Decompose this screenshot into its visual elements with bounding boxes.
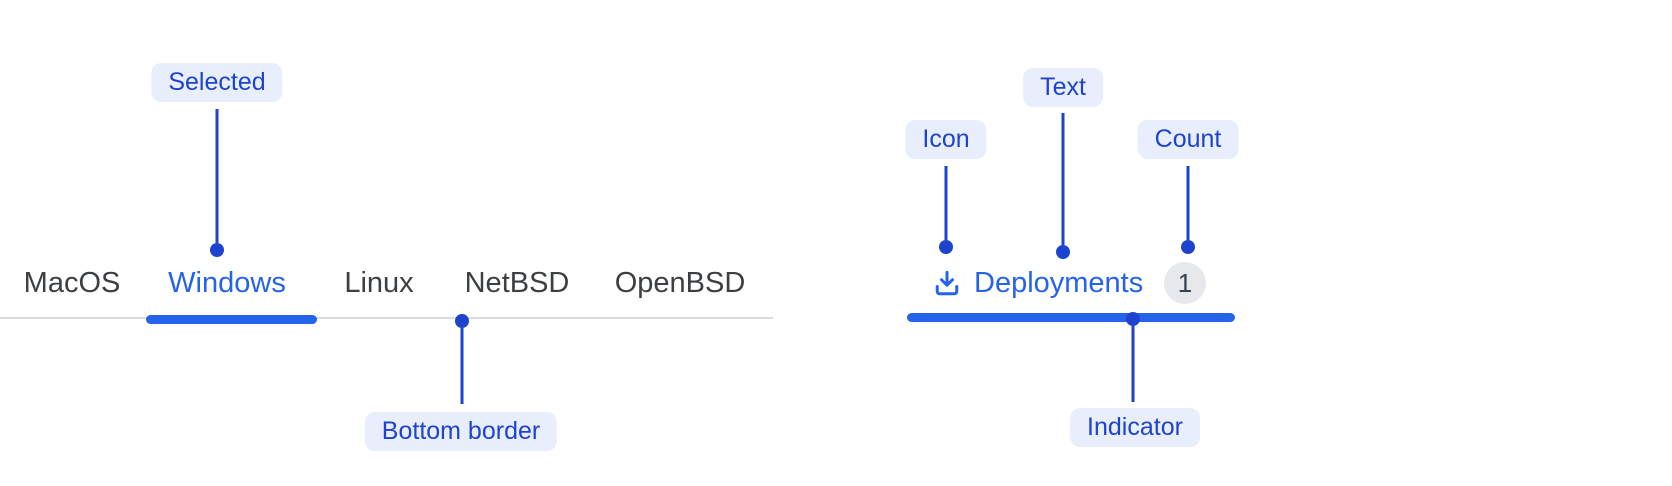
count-annotation-line	[1186, 166, 1190, 240]
tab-count-badge: 1	[1164, 262, 1206, 304]
tab-deployments-label: Deployments	[974, 267, 1144, 299]
active-tab-underline	[146, 315, 317, 324]
bottom-border-annotation-badge: Bottom border	[364, 412, 558, 451]
text-annotation-line	[1061, 113, 1065, 245]
indicator-annotation-line	[1131, 326, 1135, 402]
selected-annotation-badge: Selected	[151, 63, 283, 102]
indicator-annotation-dot	[1126, 312, 1140, 326]
tab-deployments-selected[interactable]: Deployments 1	[905, 255, 1237, 310]
count-annotation-dot	[1181, 240, 1195, 254]
text-annotation-dot	[1056, 245, 1070, 259]
icon-annotation-line	[944, 166, 948, 240]
tab-netbsd[interactable]: NetBSD	[464, 267, 570, 299]
tab-windows-selected[interactable]: Windows	[168, 267, 286, 299]
text-annotation-badge: Text	[1023, 68, 1103, 107]
selected-annotation-line	[215, 109, 219, 243]
tab-openbsd[interactable]: OpenBSD	[614, 267, 746, 299]
selected-tab-indicator	[907, 313, 1235, 322]
indicator-annotation-badge: Indicator	[1070, 408, 1200, 447]
bottom-border-annotation-dot	[455, 314, 469, 328]
icon-annotation-badge: Icon	[905, 120, 987, 159]
count-annotation-badge: Count	[1137, 120, 1239, 159]
download-icon	[932, 268, 962, 298]
icon-annotation-dot	[939, 240, 953, 254]
selected-annotation-dot	[210, 243, 224, 257]
tab-linux[interactable]: Linux	[344, 267, 414, 299]
bottom-border-annotation-line	[460, 328, 464, 404]
tab-macos[interactable]: MacOS	[23, 267, 121, 299]
tabs-bottom-border	[0, 317, 773, 319]
